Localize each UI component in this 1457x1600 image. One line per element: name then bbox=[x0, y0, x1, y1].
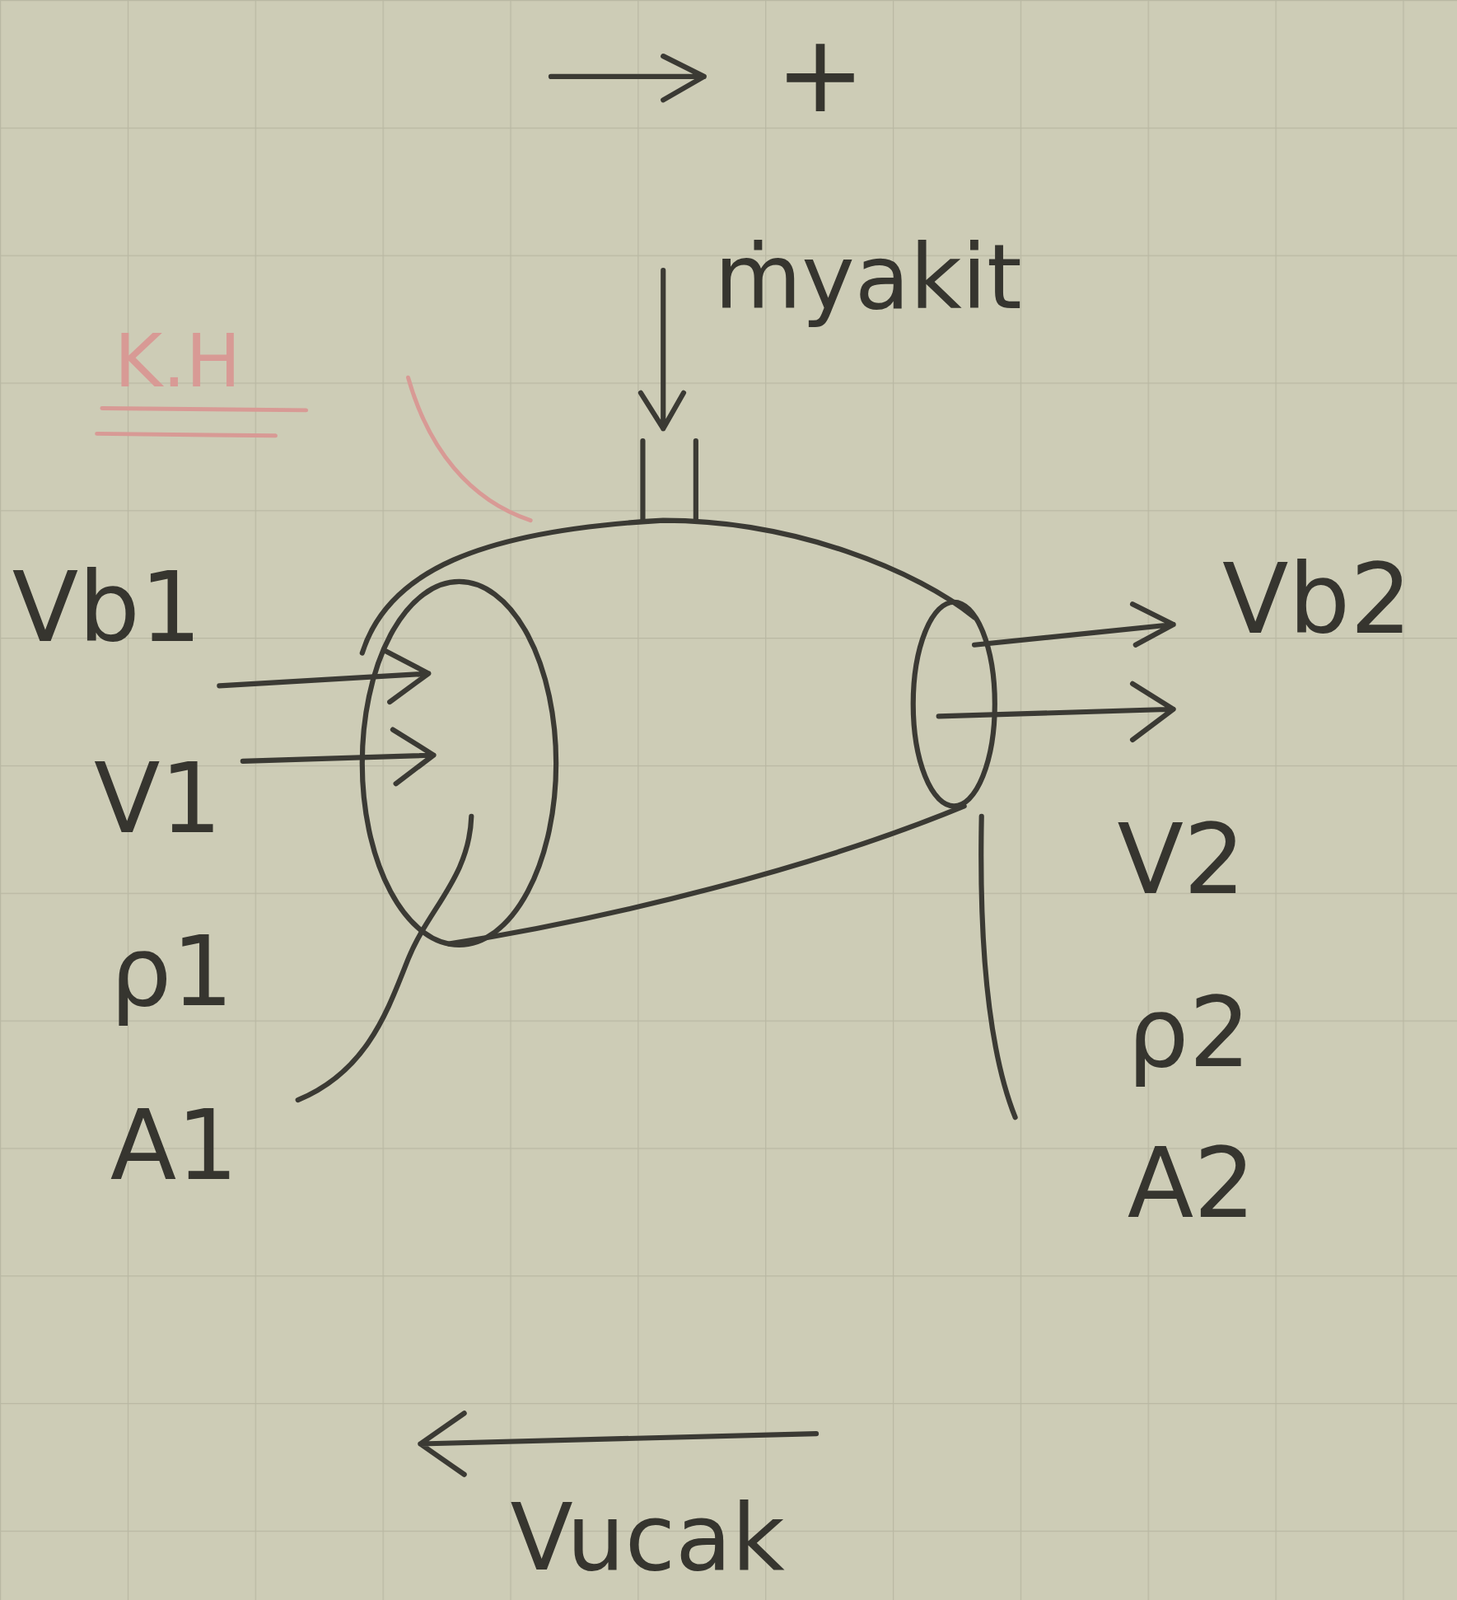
engine-body-top bbox=[362, 520, 975, 654]
kh-underline bbox=[97, 407, 307, 435]
aircraft-velocity-arrow bbox=[420, 1412, 817, 1474]
symbol-label: V2 bbox=[1116, 811, 1245, 909]
kh-leader bbox=[408, 377, 532, 520]
symbol-label: V1 bbox=[93, 750, 222, 848]
vb1-arrow bbox=[219, 650, 429, 702]
symbol-label: Vb2 bbox=[1222, 551, 1412, 649]
engine-body-bottom bbox=[448, 805, 965, 944]
control-volume-label: K.H bbox=[114, 324, 242, 398]
v2-arrow bbox=[938, 683, 1174, 740]
symbol-label: ρ1 bbox=[110, 923, 234, 1021]
velocity-label: Vucak bbox=[509, 1491, 785, 1584]
symbol-label: A2 bbox=[1127, 1134, 1256, 1233]
fuel-pipe bbox=[642, 440, 696, 521]
a2-leader bbox=[980, 816, 1015, 1117]
symbol-label: ρ2 bbox=[1127, 984, 1252, 1082]
vb2-arrow bbox=[974, 603, 1174, 645]
inlet-section bbox=[362, 581, 556, 945]
fuel-flow-label: ṁyakit bbox=[714, 232, 1023, 323]
symbol-label: Vb1 bbox=[12, 559, 202, 657]
positive-direction-arrow bbox=[551, 56, 705, 100]
v1-arrow bbox=[242, 729, 435, 785]
a1-leader bbox=[298, 816, 472, 1100]
plus-sign: + bbox=[775, 20, 865, 128]
symbol-label: A1 bbox=[110, 1097, 239, 1195]
outlet-section bbox=[913, 602, 995, 807]
fuel-arrow bbox=[640, 270, 684, 429]
